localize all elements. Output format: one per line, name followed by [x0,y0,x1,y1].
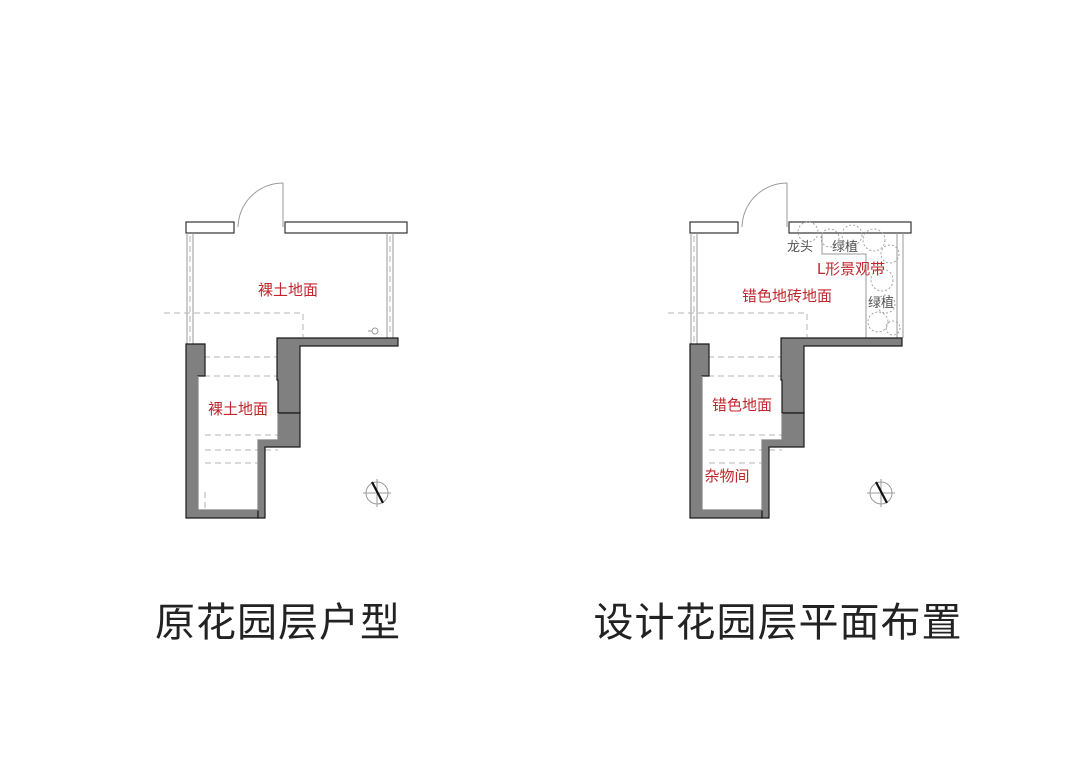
lower-room-label: 裸土地面 [208,400,268,418]
window-sash-left [689,221,739,234]
plan-title: 原花园层户型 [155,600,401,646]
reference-line [164,312,304,337]
designed-garden-plan: 龙头 绿植 L形景观带 错色地砖地面 绿植 错色地面 杂物间 设计花园层平面布置 [594,182,963,646]
door-swing-icon [237,182,284,228]
wall-left-column [185,343,259,519]
upper-room-label: 裸土地面 [258,281,318,299]
left-glass-wall [690,233,698,344]
interior-edge [701,376,783,511]
plants-side-label: 绿植 [868,296,894,311]
reference-line [668,312,808,337]
wall-right-step [276,337,399,414]
window-sash-right [284,221,408,234]
plant-icon [885,320,901,336]
plant-icon [870,268,894,292]
plan-title: 设计花园层平面布置 [594,600,963,646]
plants-top-label: 绿植 [832,240,858,255]
north-compass-icon [867,479,895,507]
right-glass-wall [896,233,904,338]
plant-icon [876,294,896,314]
storage-label: 杂物间 [704,467,749,485]
wall-lower-step [257,412,301,519]
plant-icon [867,311,889,333]
plant-icon [820,228,840,248]
left-glass-wall [186,233,194,344]
landscape-strip-label: L形景观带 [817,260,885,278]
wall-right-step [780,337,903,414]
door-swing-icon [741,182,788,228]
landscape-strip [797,221,901,338]
lower-room-label: 错色地面 [712,396,772,414]
wall-left-column [689,343,763,519]
interior-edge [197,376,279,511]
plant-icon [880,244,900,264]
window-sash-right [788,221,912,234]
wall-lower-step [761,412,805,519]
plant-icon [841,224,863,246]
original-garden-plan: 裸土地面 裸土地面 原花园层户型 [155,182,408,646]
plant-icon [862,228,886,252]
faucet-label: 龙头 [787,240,813,255]
right-glass-wall [386,233,394,338]
tap-icon [368,327,379,335]
window-sash-left [185,221,235,234]
plant-icon [797,221,819,243]
north-compass-icon [363,479,391,507]
upper-room-label: 错色地砖地面 [742,287,832,305]
